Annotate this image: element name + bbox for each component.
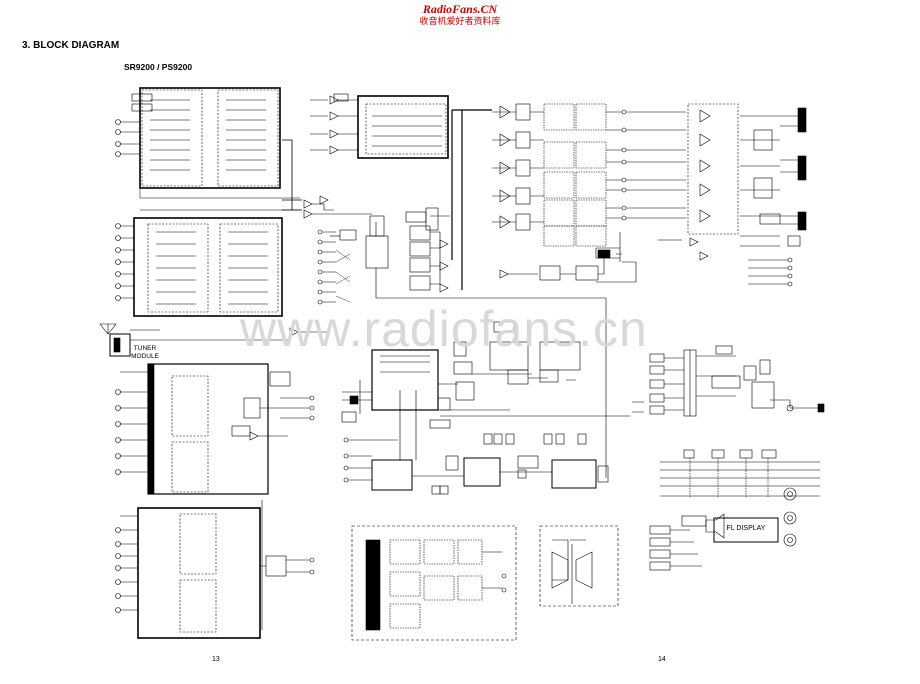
- input-selector-block-lower: [115, 363, 315, 495]
- watermark-site: RadioFans.CN: [422, 2, 498, 16]
- input-selector-block-top: [115, 87, 281, 189]
- power-amp-channels: [492, 103, 807, 247]
- power-supply-block: [632, 345, 825, 417]
- model-title: SR9200 / PS9200: [124, 62, 193, 72]
- tuner-module: [99, 323, 328, 357]
- page-number-right: 14: [658, 656, 666, 663]
- tuner-label-line-1: TUNER: [133, 345, 157, 352]
- page-number-left: 13: [212, 656, 220, 663]
- section-title: 3. BLOCK DIAGRAM: [22, 40, 120, 51]
- front-panel-block: [649, 449, 820, 571]
- dsp-block: [317, 207, 607, 478]
- tuner-module-label: TUNER MODULE: [130, 345, 160, 361]
- watermark-tagline: 收音机爱好者资料库: [419, 17, 501, 27]
- input-selector-block-bottom: [115, 500, 315, 639]
- zone-block-internals: [365, 539, 593, 631]
- switching-block-top: [310, 93, 449, 159]
- fl-display-label: FL DISPLAY: [726, 525, 766, 532]
- input-selector-block-mid: [115, 217, 283, 317]
- zone-block: [351, 525, 619, 641]
- watermark-logo: RadioFans.CN 收音机爱好者资料库: [380, 3, 540, 29]
- cpu-dsp-block: [341, 321, 630, 495]
- tuner-label-line-2: MODULE: [131, 353, 159, 360]
